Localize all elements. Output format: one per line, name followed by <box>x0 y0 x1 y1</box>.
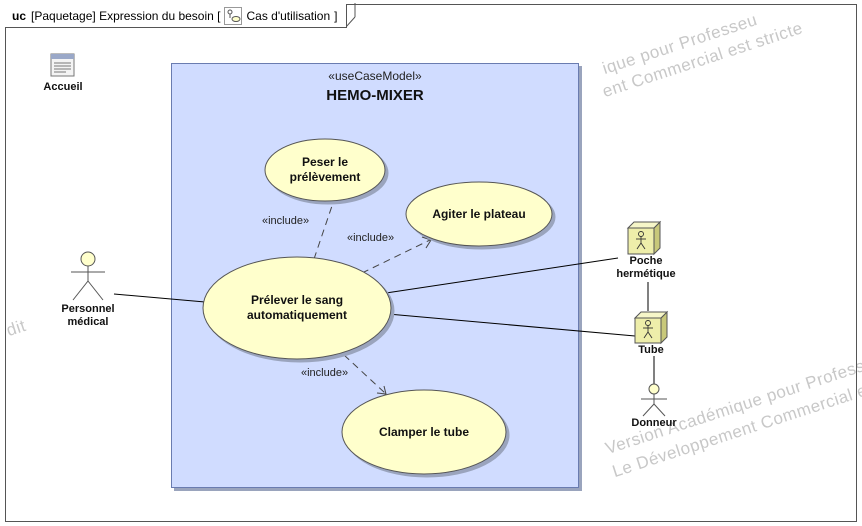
include-label: «include» <box>262 215 310 227</box>
include-dependency <box>313 191 338 260</box>
accueil-label: Accueil <box>43 81 83 93</box>
usecase-peser[interactable] <box>264 138 386 202</box>
actor-donneur-icon[interactable] <box>641 383 667 417</box>
frame-kind: uc <box>12 8 27 23</box>
system-name: HEMO-MIXER <box>326 87 424 104</box>
usecase-diagram-icon <box>224 6 243 25</box>
frame-close-bracket: ] <box>334 8 338 23</box>
include-label: «include» <box>347 232 395 244</box>
diagram-frame <box>5 4 857 522</box>
include-dependency <box>343 354 387 395</box>
actor-tube-icon[interactable] <box>633 310 669 345</box>
usecase-clamper-label: Clamper le tube <box>378 424 470 439</box>
frame-title: [Paquetage] Expression du besoin [ <box>31 8 221 23</box>
document-icon <box>50 53 75 77</box>
include-dependency <box>361 236 432 274</box>
frame-diagram-type: Cas d'utilisation <box>246 8 331 23</box>
actor-poche-label: Poche hermétique <box>616 255 676 280</box>
usecase-prelever[interactable] <box>202 256 392 360</box>
actor-donneur-label: Donneur <box>631 417 677 429</box>
association-line <box>113 293 206 303</box>
association-line <box>385 257 619 294</box>
usecase-clamper[interactable] <box>341 389 507 475</box>
actor-tube-label: Tube <box>638 344 664 356</box>
accueil-node[interactable]: Accueil <box>36 52 90 96</box>
usecase-prelever-label: Prélever le sang automatiquement <box>246 293 347 322</box>
actor-personnel-label: Personnel médical <box>61 303 115 328</box>
include-label: «include» <box>301 367 349 379</box>
association-line <box>387 313 636 337</box>
system-stereotype: «useCaseModel» <box>328 69 422 83</box>
usecase-peser-label: Peser le prélèvement <box>289 155 361 184</box>
actor-poche-icon[interactable] <box>626 220 662 256</box>
usecase-agiter[interactable] <box>405 181 553 247</box>
actor-personnel-icon[interactable] <box>71 251 105 301</box>
frame-header: uc [Paquetage] Expression du besoin [ Ca… <box>5 3 355 28</box>
usecase-agiter-label: Agiter le plateau <box>432 206 526 221</box>
